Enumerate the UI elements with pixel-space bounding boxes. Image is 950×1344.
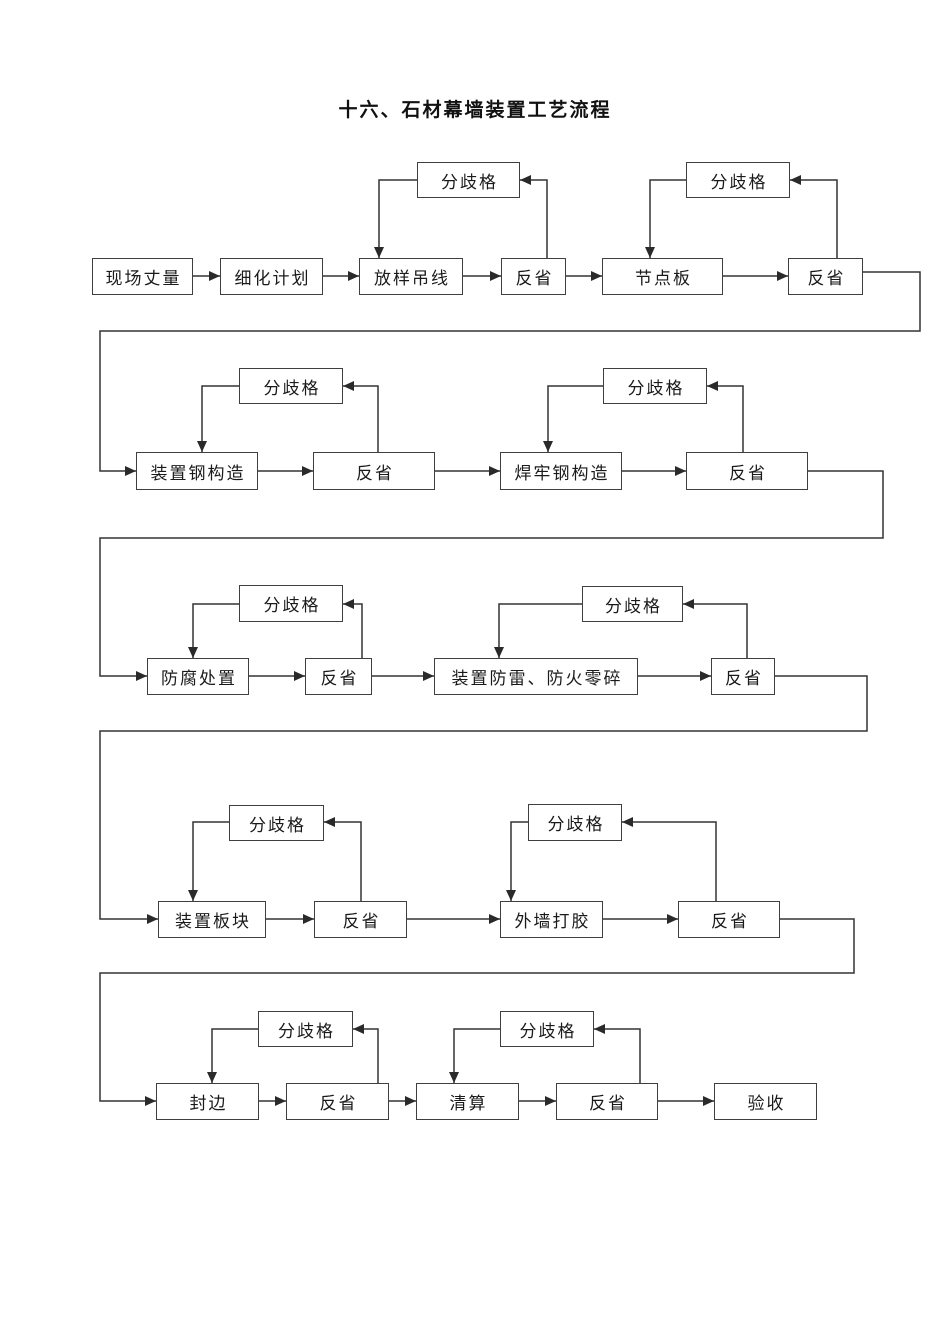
page-title: 十六、石材幕墙装置工艺流程 [338, 100, 612, 121]
flow-box-label: 反省 [725, 669, 763, 688]
wrap-check-8-to-edge-seal [99, 918, 855, 1106]
flow-box-label: 分歧格 [519, 1021, 577, 1041]
flow-box-nonconforming-2: 分歧格 [686, 162, 790, 198]
arrow-nonconforming-1-to-layout-hang-line [374, 179, 417, 258]
flow-box-check-2: 反省 [788, 258, 863, 295]
wrap-check-2-to-install-steel [99, 271, 921, 476]
arrow-check-4-to-nonconforming-4 [707, 381, 744, 452]
arrow-check-10-to-nonconforming-10 [594, 1024, 641, 1083]
arrow-nonconforming-9-to-edge-seal [207, 1028, 258, 1083]
flow-box-nonconforming-3: 分歧格 [239, 368, 343, 404]
flow-box-label: 外墙打胶 [514, 912, 591, 931]
flow-box-nonconforming-7: 分歧格 [229, 805, 324, 841]
flow-box-install-steel: 装置钢构造 [136, 452, 258, 490]
flow-box-site-measure: 现场丈量 [92, 258, 193, 295]
flow-box-layout-hang-line: 放样吊线 [359, 258, 463, 295]
wrap-check-4-to-anticorrosion [99, 470, 884, 681]
flow-box-label: 反省 [342, 912, 381, 931]
flow-box-label: 分歧格 [605, 596, 662, 616]
flow-box-label: 反省 [356, 463, 394, 483]
arrow-check-1-to-nonconforming-1 [520, 175, 548, 258]
flow-box-edge-seal: 封边 [156, 1083, 259, 1120]
arrow-nonconforming-5-to-anticorrosion [188, 603, 239, 658]
flow-box-label: 反省 [319, 1094, 358, 1113]
flow-box-cleanup: 清算 [416, 1083, 519, 1120]
flow-box-check-10: 反省 [556, 1083, 658, 1120]
flow-box-label: 装置钢构造 [150, 463, 246, 483]
flow-box-label: 反省 [515, 269, 554, 288]
flow-box-check-6: 反省 [711, 658, 775, 695]
arrow-nonconforming-10-to-cleanup [449, 1028, 500, 1083]
flow-box-label: 验收 [747, 1094, 786, 1113]
flow-box-label: 反省 [589, 1094, 627, 1113]
flow-box-check-5: 反省 [305, 658, 372, 695]
flow-box-anticorrosion: 防腐处置 [147, 658, 249, 695]
flow-box-nonconforming-5: 分歧格 [239, 585, 343, 622]
flow-box-check-7: 反省 [314, 901, 407, 938]
flow-box-label: 装置板块 [175, 912, 251, 931]
flow-box-lightning-fireproof: 装置防雷、防火零碎 [434, 658, 638, 695]
flow-box-label: 分歧格 [263, 378, 321, 398]
flow-box-label: 反省 [807, 269, 846, 288]
flow-box-label: 装置防雷、防火零碎 [451, 669, 623, 688]
flow-box-label: 分歧格 [441, 172, 498, 192]
flow-box-label: 清算 [449, 1094, 488, 1113]
flow-box-install-panels: 装置板块 [158, 901, 266, 938]
arrow-check-3-to-nonconforming-3 [343, 381, 379, 452]
flow-box-nonconforming-1: 分歧格 [417, 162, 520, 198]
arrow-nonconforming-4-to-weld-steel [543, 385, 603, 452]
flow-box-nonconforming-4: 分歧格 [603, 368, 707, 404]
arrow-nonconforming-7-to-install-panels [188, 821, 229, 901]
flow-box-label: 节点板 [635, 269, 692, 288]
flow-box-label: 现场丈量 [105, 269, 182, 288]
flow-box-nonconforming-6: 分歧格 [582, 586, 683, 622]
flow-box-label: 焊牢钢构造 [514, 463, 610, 483]
flow-box-acceptance: 验收 [714, 1083, 817, 1120]
flow-box-label: 反省 [711, 912, 749, 931]
flow-box-refine-plan: 细化计划 [220, 258, 323, 295]
flow-box-nonconforming-10: 分歧格 [500, 1011, 594, 1047]
arrow-check-7-to-nonconforming-7 [324, 817, 362, 901]
flow-box-label: 反省 [729, 463, 767, 483]
arrow-check-8-to-nonconforming-8 [622, 817, 717, 901]
arrow-nonconforming-3-to-install-steel [197, 385, 239, 452]
arrow-nonconforming-8-to-exterior-caulk [506, 821, 528, 901]
flow-box-check-4: 反省 [686, 452, 808, 490]
flow-box-check-8: 反省 [678, 901, 780, 938]
flow-box-check-1: 反省 [501, 258, 566, 295]
flow-box-label: 分歧格 [547, 815, 605, 834]
flow-box-label: 反省 [320, 669, 359, 688]
flow-box-exterior-caulk: 外墙打胶 [500, 901, 603, 938]
arrow-check-5-to-nonconforming-5 [343, 599, 363, 658]
arrow-check-9-to-nonconforming-9 [353, 1024, 379, 1083]
flow-box-nonconforming-9: 分歧格 [258, 1011, 353, 1047]
flow-box-label: 细化计划 [234, 269, 311, 288]
flow-box-label: 防腐处置 [161, 669, 237, 688]
flow-box-weld-steel: 焊牢钢构造 [500, 452, 622, 490]
arrow-nonconforming-2-to-node-plate [645, 179, 686, 258]
flow-box-label: 封边 [189, 1094, 228, 1113]
flow-box-node-plate: 节点板 [602, 258, 723, 295]
flow-box-label: 放样吊线 [374, 269, 450, 288]
flow-box-nonconforming-8: 分歧格 [528, 804, 622, 841]
flow-box-label: 分歧格 [278, 1021, 335, 1041]
arrow-check-2-to-nonconforming-2 [790, 175, 838, 258]
wrap-check-6-to-install-panels [99, 675, 868, 924]
flow-box-label: 分歧格 [710, 172, 768, 192]
flow-box-label: 分歧格 [263, 596, 321, 615]
flow-box-check-9: 反省 [286, 1083, 389, 1120]
flow-box-check-3: 反省 [313, 452, 435, 490]
arrow-check-6-to-nonconforming-6 [683, 599, 748, 658]
arrow-nonconforming-6-to-lightning-fireproof [494, 603, 582, 658]
flow-box-label: 分歧格 [249, 815, 306, 835]
flow-box-label: 分歧格 [627, 378, 685, 398]
